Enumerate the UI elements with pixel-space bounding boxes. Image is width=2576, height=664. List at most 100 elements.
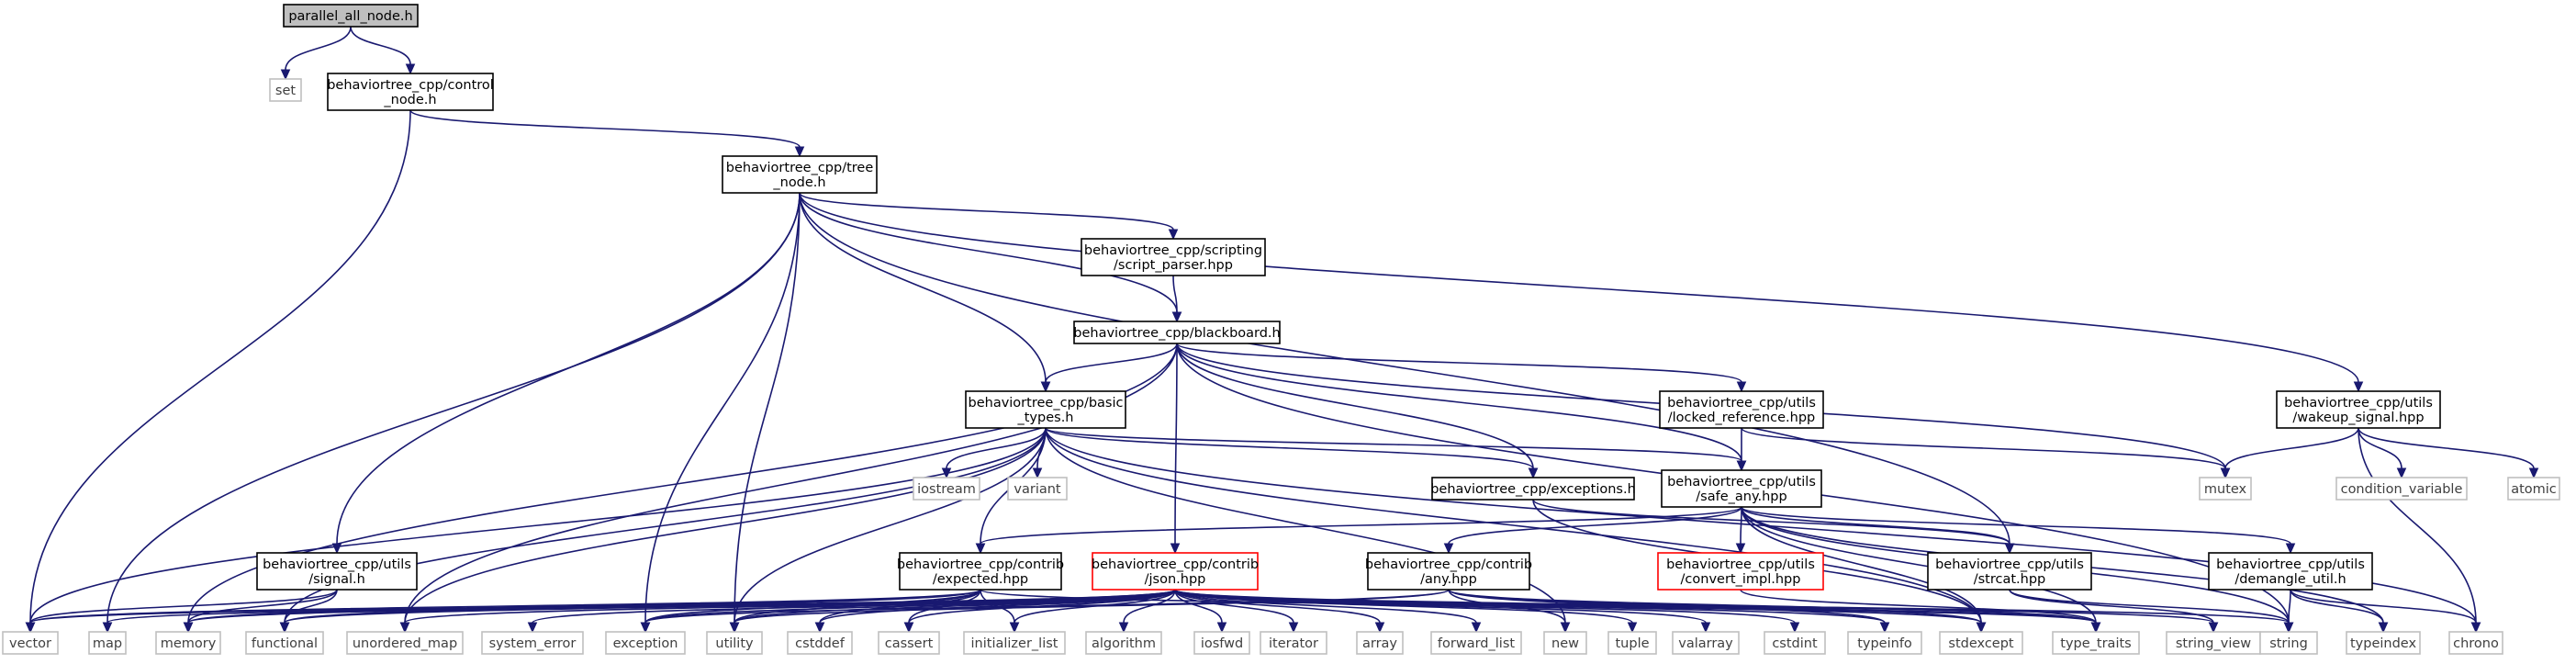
edge-tree-to-map	[102, 192, 801, 634]
edge-arrowhead	[1528, 467, 1539, 479]
edge-line	[1532, 499, 2010, 545]
edge-arrowhead	[527, 622, 538, 634]
node-box	[256, 552, 418, 591]
node-convert[interactable]: behaviortree_cpp/utils/convert_impl.hpp	[1657, 552, 1824, 591]
node-cassert: cassert	[878, 631, 940, 655]
edge-arrowhead	[25, 622, 36, 634]
node-label: parallel_all_node.h	[288, 9, 412, 24]
node-label: mutex	[2204, 482, 2247, 497]
edge-line	[799, 192, 1174, 231]
edge-arrowhead	[1560, 622, 1571, 634]
node-box	[913, 477, 980, 501]
node-label: type_traits	[2060, 636, 2131, 651]
node-anyh[interactable]: behaviortree_cpp/contrib/any.hpp	[1365, 552, 1532, 591]
node-label: valarray	[1678, 636, 1733, 651]
node-script[interactable]: behaviortree_cpp/scripting/script_parser…	[1081, 238, 1266, 276]
edge-line	[644, 192, 801, 624]
edge-anyh-to-new	[1448, 589, 1571, 634]
node-box	[1085, 631, 1162, 655]
node-label: behaviortree_cpp/basic	[969, 396, 1124, 411]
edge-arrowhead	[2378, 622, 2389, 634]
edge-line	[2009, 589, 2214, 624]
node-label: atomic	[2511, 482, 2557, 497]
edge-tree-to-utility	[729, 192, 801, 634]
node-basic[interactable]: behaviortree_cpp/basic_types.h	[965, 390, 1126, 429]
node-box	[346, 631, 464, 655]
edge-root-to-control	[350, 26, 416, 75]
node-json[interactable]: behaviortree_cpp/contrib/json.hpp	[1092, 552, 1259, 591]
edge-arrowhead	[2220, 467, 2231, 479]
node-box	[1367, 552, 1530, 591]
node-forward-list: forward_list	[1430, 631, 1522, 655]
edge-line	[946, 427, 1047, 469]
node-label: initializer_list	[971, 636, 1058, 651]
edge-arrowhead	[2528, 467, 2539, 479]
node-label: /script_parser.hpp	[1114, 258, 1233, 273]
edge-line	[644, 589, 1450, 624]
node-tree[interactable]: behaviortree_cpp/tree_node.h	[722, 155, 878, 194]
node-label: chrono	[2453, 636, 2499, 651]
node-locked[interactable]: behaviortree_cpp/utils/locked_reference.…	[1659, 390, 1824, 429]
edge-arrowhead	[405, 63, 416, 75]
edge-arrowhead	[2396, 467, 2407, 479]
edge-line	[29, 109, 411, 624]
node-box	[787, 631, 853, 655]
edge-line	[2290, 589, 2384, 624]
node-tuple: tuple	[1607, 631, 1657, 655]
node-box	[1543, 631, 1587, 655]
node-signal[interactable]: behaviortree_cpp/utils/signal.h	[256, 552, 418, 591]
node-label: cassert	[885, 636, 934, 651]
edge-line	[799, 192, 1047, 383]
edge-arrowhead	[1171, 311, 1182, 323]
node-box	[2166, 631, 2261, 655]
node-label: iterator	[1269, 636, 1318, 651]
edge-wakeup-to-condvar	[2358, 427, 2407, 479]
node-label: typeindex	[2350, 636, 2416, 651]
edge-line	[799, 192, 2010, 545]
node-string: string	[2259, 631, 2318, 655]
edge-line	[284, 427, 1047, 624]
node-strcat[interactable]: behaviortree_cpp/utils/strcat.hpp	[1927, 552, 2092, 591]
node-label: behaviortree_cpp/tree	[726, 161, 874, 175]
node-typeinfo: typeinfo	[1847, 631, 1922, 655]
node-label: string_view	[2176, 636, 2251, 651]
edge-line	[1740, 589, 2097, 624]
node-box	[1260, 631, 1327, 655]
edge-arrowhead	[640, 622, 651, 634]
node-exceptions[interactable]: behaviortree_cpp/exceptions.h	[1430, 477, 1636, 501]
node-label: /signal.h	[308, 572, 365, 587]
node-safeany[interactable]: behaviortree_cpp/utils/safe_any.hpp	[1661, 469, 1822, 508]
node-box	[2199, 477, 2252, 501]
node-control[interactable]: behaviortree_cpp/control_node.h	[327, 73, 494, 111]
node-label: /wakeup_signal.hpp	[2292, 411, 2424, 425]
node-exception: exception	[605, 631, 686, 655]
edge-line	[1741, 427, 2226, 469]
edge-json-to-cstddef	[814, 589, 1176, 634]
node-box	[269, 78, 302, 102]
edge-json-to-iosfwd	[1174, 589, 1227, 634]
edge-arrowhead	[729, 622, 740, 634]
node-wakeup[interactable]: behaviortree_cpp/utils/wakeup_signal.hpp	[2276, 390, 2441, 429]
edge-basic-to-vector	[25, 427, 1047, 634]
edge-arrowhead	[975, 543, 986, 555]
edge-arrowhead	[2283, 622, 2294, 634]
edge-line	[799, 192, 1178, 313]
edge-line	[187, 589, 338, 624]
node-label: /strcat.hpp	[1974, 572, 2046, 587]
edge-line	[1740, 506, 1742, 545]
node-blackboard[interactable]: behaviortree_cpp/blackboard.h	[1073, 321, 1281, 344]
node-string-view: string_view	[2166, 631, 2261, 655]
node-valarray: valarray	[1672, 631, 1740, 655]
node-demangle[interactable]: behaviortree_cpp/utils/demangle_util.h	[2208, 552, 2373, 591]
node-label: set	[275, 84, 296, 98]
edge-arrowhead	[1118, 622, 1129, 634]
dependency-edges	[25, 26, 2539, 634]
node-expected[interactable]: behaviortree_cpp/contrib/expected.hpp	[897, 552, 1064, 591]
edge-safeany-to-demangle	[1741, 506, 2296, 555]
node-box	[1356, 631, 1404, 655]
node-label: behaviortree_cpp/scripting	[1084, 243, 1262, 258]
node-label: array	[1362, 636, 1397, 651]
node-initializer-list: initializer_list	[963, 631, 1066, 655]
edge-arrowhead	[1789, 622, 1800, 634]
node-label: behaviortree_cpp/utils	[1667, 475, 1816, 490]
